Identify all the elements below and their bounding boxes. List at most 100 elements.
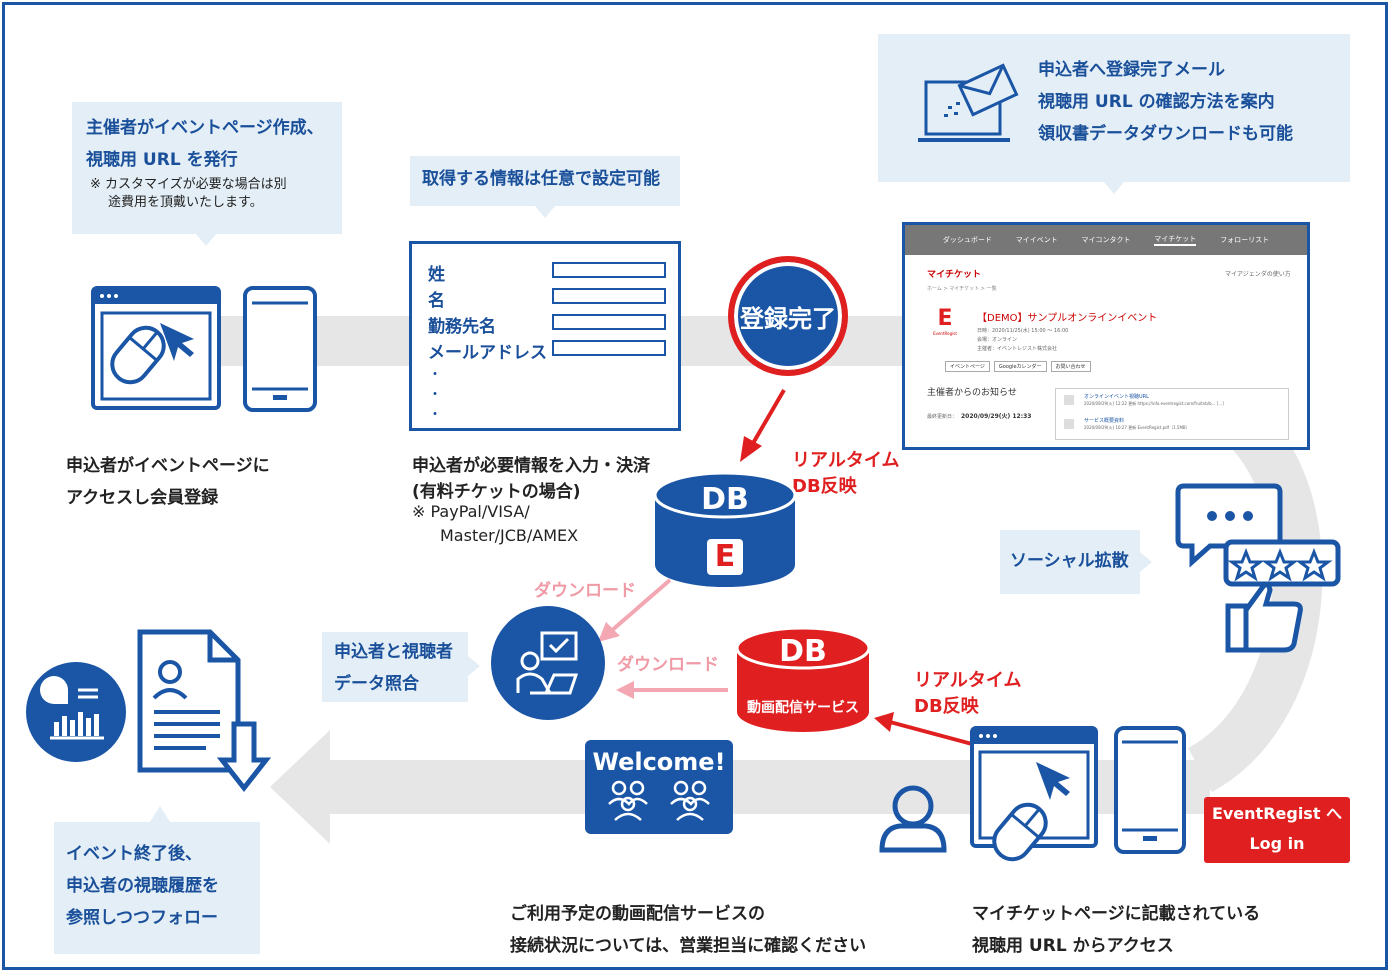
form-dot: ・	[428, 387, 442, 403]
streaming-caption-line1: ご利用予定の動画配信サービスの	[510, 904, 765, 924]
form-label-firstname: 名	[428, 291, 445, 311]
notice-title[interactable]: サービス概要資料	[1084, 418, 1125, 424]
mail-bubble: 申込者へ登録完了メール 視聴用 URL の確認方法を案内 領収書データダウンロー…	[878, 34, 1350, 182]
input-caption-line2: (有料チケットの場合)	[412, 482, 581, 502]
registered-badge: 登録完了	[728, 256, 848, 376]
download-top-arrow	[598, 578, 672, 642]
follow-line2: 申込者の視聴履歴を	[66, 876, 219, 896]
browser-register-icon	[91, 286, 317, 412]
match-line2: データ照合	[334, 674, 419, 694]
input-caption-note2: Master/JCB/AMEX	[440, 526, 579, 545]
match-line1: 申込者と視聴者	[334, 642, 453, 662]
form-field-email	[552, 340, 666, 356]
mypage-event-org: 主催者：イベントレジスト株式会社	[977, 346, 1058, 352]
form-label-lastname: 姓	[428, 265, 445, 285]
mypage-logo: E EventRegist	[927, 307, 963, 343]
mypage-calendar-button[interactable]: Googleカレンダー	[993, 361, 1047, 372]
match-bubble: 申込者と視聴者 データ照合	[322, 632, 468, 702]
follow-bubble-tail	[150, 806, 170, 822]
social-bubble: ソーシャル拡散	[1000, 530, 1140, 594]
access-caption-line1: 申込者がイベントページに	[66, 456, 270, 476]
db-main-cylinder	[653, 471, 797, 587]
db-video-cylinder	[735, 626, 871, 732]
mypage-logo-letter: E	[937, 306, 953, 331]
db-video-label: DB	[779, 634, 827, 669]
mypage-nav: ダッシュボード マイイベント マイコンタクト マイチケット フォローリスト	[905, 225, 1307, 255]
welcome-panel: Welcome!	[585, 740, 733, 834]
notice-meta: 2020/09/29(火) 12:22 更新 https://info.even…	[1084, 401, 1224, 406]
mypage-contact-button[interactable]: お問い合わせ	[1050, 361, 1091, 372]
notice-meta: 2020/09/29(火) 10:27 更新 EventRegist.pdf（1…	[1084, 425, 1190, 430]
download-mid-label: ダウンロード	[617, 655, 719, 675]
eventregist-login-button[interactable]: EventRegist へ Log in	[1204, 797, 1350, 863]
organizer-bubble-tail	[196, 234, 216, 246]
viewing-caption-line1: マイチケットページに記載されている	[972, 904, 1261, 924]
mypage-mockup: ダッシュボード マイイベント マイコンタクト マイチケット フォローリスト マイ…	[902, 222, 1310, 450]
realtime-top-line1: リアルタイム	[792, 450, 900, 471]
mypage-event-venue: 会場：オンライン	[977, 337, 1018, 343]
registration-form: 姓 名 勤務先名 メールアドレス ・ ・ ・	[409, 241, 681, 431]
form-field-firstname	[552, 288, 666, 304]
realtime-bottom-line2: DB反映	[914, 696, 979, 717]
mail-bubble-tail	[1104, 182, 1124, 194]
mypage-event-button[interactable]: イベントページ	[945, 361, 990, 372]
organizer-note2: 途費用を頂戴いたします。	[108, 195, 263, 210]
social-review-icon	[1175, 483, 1341, 653]
follow-bubble: イベント終了後、 申込者の視聴履歴を 参照しつつフォロー	[54, 822, 260, 954]
registered-text: 登録完了	[740, 304, 836, 333]
download-mid-arrow	[616, 681, 728, 699]
registered-connector	[740, 388, 786, 462]
welcome-text: Welcome!	[592, 748, 726, 776]
input-caption-note1: ※ PayPal/VISA/	[412, 502, 530, 521]
follow-line1: イベント終了後、	[66, 844, 202, 864]
browser-viewing-icon	[970, 726, 1186, 862]
follow-line3: 参照しつつフォロー	[66, 908, 218, 928]
mypage-nav-item-active: マイチケット	[1154, 234, 1197, 246]
form-field-company	[552, 314, 666, 330]
mypage-notice-heading: 主催者からのお知らせ	[927, 388, 1017, 398]
mail-line3: 領収書データダウンロードも可能	[1038, 124, 1293, 144]
mypage-notice-date-label: 最終更新日：	[927, 414, 958, 420]
mypage-title-link: マイアジェンダの使い方	[1225, 271, 1291, 278]
social-bubble-tail	[1140, 552, 1152, 572]
organizer-line2: 視聴用 URL を発行	[86, 150, 238, 170]
db-main-label: DB	[701, 482, 749, 517]
input-caption-line1: 申込者が必要情報を入力・決済	[412, 456, 650, 476]
mypage-nav-item: ダッシュボード	[942, 236, 992, 244]
download-top-label: ダウンロード	[534, 581, 636, 601]
info-bubble-text: 取得する情報は任意で設定可能	[422, 169, 660, 189]
mypage-notice-list: オンラインイベント視聴URL 2020/09/29(火) 12:22 更新 ht…	[1055, 388, 1289, 440]
form-label-email: メールアドレス	[428, 343, 547, 363]
mail-line2: 視聴用 URL の確認方法を案内	[1038, 92, 1275, 112]
analyst-icon	[491, 606, 605, 720]
mypage-event-date: 日時：2020/11/25(水) 15:00 〜 16:00	[977, 328, 1069, 334]
organizer-line1: 主催者がイベントページ作成、	[86, 118, 324, 138]
mypage-notice-date: 2020/09/29(火) 12:33	[961, 413, 1032, 420]
match-bubble-tail	[468, 656, 480, 676]
mypage-title: マイチケット	[927, 270, 982, 280]
report-download-icon	[137, 629, 272, 793]
access-caption-line2: アクセスし会員登録	[66, 488, 219, 508]
organizer-note1: ※ カスタマイズが必要な場合は別	[90, 177, 287, 192]
mypage-nav-item: マイイベント	[1015, 236, 1058, 244]
analytics-icon	[26, 662, 126, 762]
mypage-breadcrumb: ホーム > マイチケット > 一覧	[927, 286, 997, 292]
notice-file-icon	[1064, 419, 1074, 429]
mypage-event-title: 【DEMO】サンプルオンラインイベント	[977, 313, 1158, 324]
info-bubble-tail	[535, 206, 555, 218]
db-video-sub: 動画配信サービス	[747, 700, 859, 716]
form-label-company: 勤務先名	[428, 317, 496, 337]
mail-line1: 申込者へ登録完了メール	[1038, 60, 1225, 80]
streaming-caption-line2: 接続状況については、営業担当に確認ください	[510, 936, 867, 956]
info-bubble: 取得する情報は任意で設定可能	[410, 156, 680, 206]
realtime-top-line2: DB反映	[792, 476, 857, 497]
form-field-lastname	[552, 262, 666, 278]
social-text: ソーシャル拡散	[1010, 551, 1129, 571]
audience-icon	[608, 780, 710, 821]
mypage-logo-name: EventRegist	[933, 331, 957, 336]
notice-title[interactable]: オンラインイベント視聴URL	[1084, 394, 1149, 400]
db-main-logo: E	[714, 539, 736, 574]
mypage-nav-item: マイコンタクト	[1081, 236, 1131, 244]
form-dot: ・	[428, 367, 442, 383]
